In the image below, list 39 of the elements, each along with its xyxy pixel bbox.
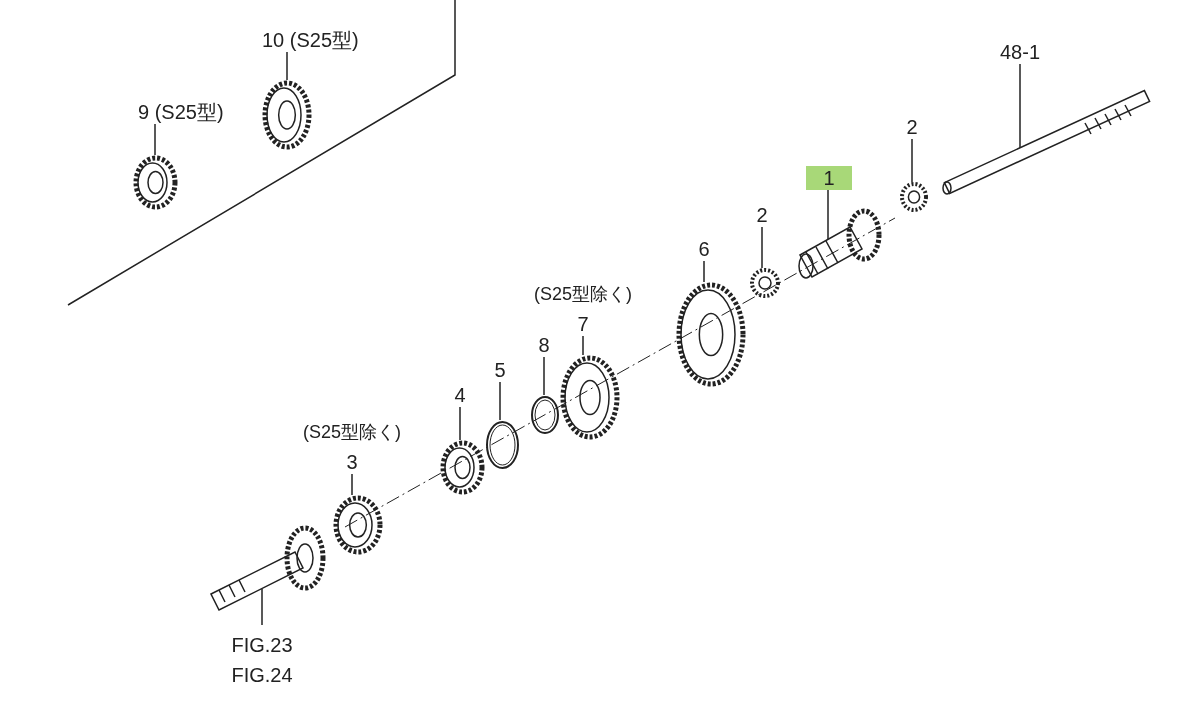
part-drawing <box>262 80 312 150</box>
callout-number: 1 <box>806 166 852 190</box>
leader-line <box>543 356 545 396</box>
leader-line <box>351 473 353 496</box>
callout-number: 10 (S25型) <box>262 28 377 52</box>
variant-note: (S25型除く) <box>303 421 401 444</box>
part-drawing <box>133 155 178 210</box>
part-drawing <box>900 182 928 212</box>
callout-number: 3 <box>346 450 358 474</box>
leader-line <box>703 260 705 283</box>
part-drawing <box>560 355 620 440</box>
callout-number: 9 (S25型) <box>138 100 243 124</box>
variant-note: (S25型除く) <box>534 283 632 306</box>
leader-line <box>459 406 461 441</box>
callout-number: 48-1 <box>990 40 1050 64</box>
part-drawing <box>440 440 485 495</box>
part-drawing <box>333 495 383 555</box>
callout-number: 6 <box>692 237 716 261</box>
callout-number: 5 <box>488 358 512 382</box>
callout-number: 4 <box>448 383 472 407</box>
leader-line <box>1019 63 1021 149</box>
figure-reference: FIG.24 <box>231 663 293 687</box>
leader-line <box>582 335 584 356</box>
callout-number: 2 <box>750 203 774 227</box>
figure-reference: FIG.23 <box>231 633 293 657</box>
leader-line <box>827 189 829 240</box>
part-drawing <box>530 395 560 435</box>
leader-line <box>286 51 288 81</box>
leader-line <box>154 123 156 156</box>
leader-line <box>261 588 263 626</box>
leader-line <box>911 138 913 183</box>
callout-number: 7 <box>577 312 589 336</box>
leader-line <box>761 226 763 269</box>
callout-number: 8 <box>532 333 556 357</box>
part-drawing <box>676 282 746 387</box>
leader-line <box>499 381 501 421</box>
part-drawing <box>485 420 520 470</box>
part-drawing <box>750 268 780 298</box>
callout-number: 2 <box>900 115 924 139</box>
